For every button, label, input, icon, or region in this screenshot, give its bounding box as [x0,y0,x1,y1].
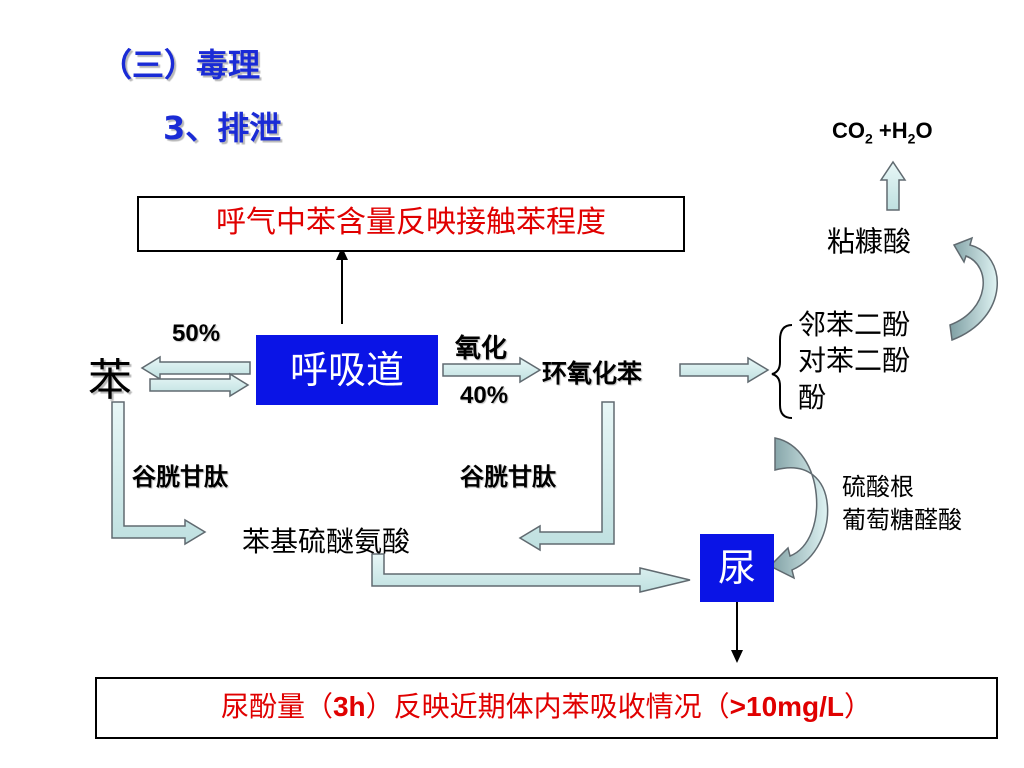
slide-subtitle: 3、排泄 [163,109,282,147]
arrow-phenols-to-urine [768,437,829,580]
epoxide-node: 环氧化苯 [542,360,643,388]
catechol-node: 邻苯二酚 [798,308,911,341]
arrow-benzene-to-respiratory [149,372,250,398]
pct-50-label: 50% [172,320,221,347]
pct-40-label: 40% [460,382,509,409]
exhaled-benzene-box: 呼气中苯含量反映接触苯程度 [137,196,685,252]
glutathione-right-label: 谷胱甘肽 [460,464,556,491]
muconic-acid-node: 粘糠酸 [827,225,912,258]
urine-phenol-report-box: 尿酚量（3h）反映近期体内苯吸收情况（>10mg/L） [95,677,998,739]
glutathione-left-label: 谷胱甘肽 [132,464,228,491]
phenol-node: 酚 [798,381,827,414]
sulfate-label: 硫酸根 [842,473,914,501]
slide-title: （三）毒理 [100,46,261,84]
arrow-respiratory-to-benzene [140,355,251,381]
phenols-brace [771,324,793,419]
arrow-mercapturic-to-urine [371,553,691,593]
glucuronic-acid-label: 葡萄糖醛酸 [842,506,962,534]
arrow-respiratory-to-exhale [336,247,348,324]
hydroquinone-node: 对苯二酚 [798,344,911,377]
oxidation-label: 氧化 [455,333,508,363]
arrow-epoxide-to-mercapturic [518,401,615,552]
arrow-respiratory-to-epoxide [442,356,542,384]
arrow-phenols-to-muconic [949,236,998,342]
phenylmercapturic-acid-node: 苯基硫醚氨酸 [242,525,411,558]
arrow-muconic-to-co2 [879,160,907,211]
arrow-urine-to-report [731,602,743,663]
arrow-benzene-to-mercapturic [111,401,207,546]
co2-water-node: CO2 +H2O [832,118,933,147]
benzene-node: 苯 [88,355,132,406]
respiratory-tract-node: 呼吸道 [256,335,438,405]
urine-node: 尿 [700,534,774,602]
arrow-epoxide-to-phenols [679,356,770,384]
